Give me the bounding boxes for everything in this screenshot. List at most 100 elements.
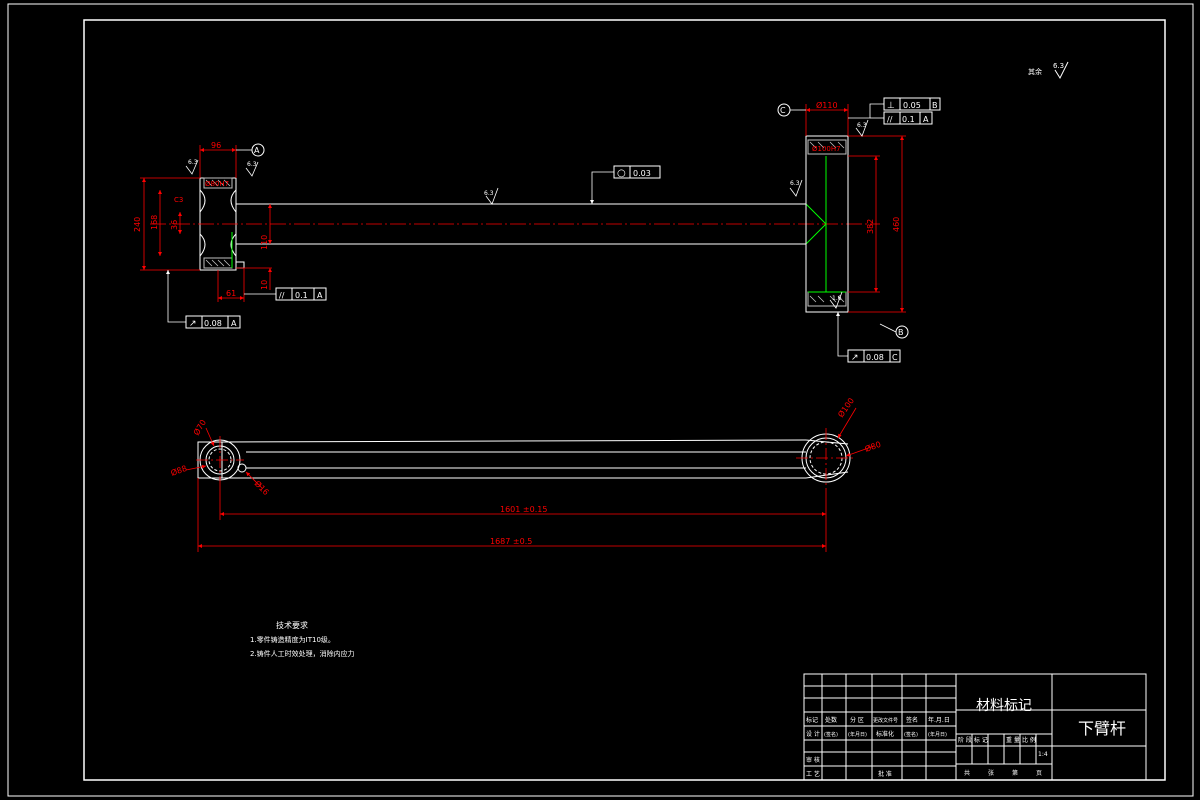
dim-center-distance: 1601 ±0.15 — [500, 505, 547, 514]
dim-left-overall: 240 — [133, 217, 142, 232]
stage-header-0: 阶 段 标 记 — [958, 736, 988, 744]
dim-left-width: 96 — [211, 141, 221, 150]
tol-roundness-value: 0.03 — [633, 169, 651, 178]
tol-parallel-right-value: 0.1 — [902, 115, 915, 124]
tol-perp-right-symbol: ⊥ — [887, 101, 895, 111]
part-name: 下臂杆 — [1078, 719, 1126, 738]
tech-req-item-2: 2.铸件人工时效处理，消除内应力 — [250, 649, 355, 658]
stage-header-1: 重 量 — [1006, 736, 1020, 744]
left-hatch — [205, 179, 231, 267]
roughness-icon — [185, 159, 199, 175]
row-header-1: 处数 — [825, 716, 837, 724]
row-header-3: 更改文件号 — [873, 717, 898, 724]
dim-left-small: 10 — [260, 280, 269, 290]
tol-runout-left-value: 0.08 — [204, 319, 222, 328]
tol-runout-left: ↗ 0.08 A — [166, 270, 241, 329]
datum-b: B — [879, 323, 909, 339]
roughness-left-face: 6.3 — [247, 161, 257, 168]
sheet-info-2: 第 — [1012, 769, 1018, 777]
roughness-symbol-icon — [1054, 61, 1069, 80]
title-block-grid — [803, 673, 1147, 781]
roughness-icon — [855, 119, 869, 137]
datum-c: C — [777, 103, 806, 117]
tol-perp-right-value: 0.05 — [903, 101, 921, 110]
roughness-icon — [789, 179, 803, 197]
tol-perp-right-datum: B — [932, 101, 938, 110]
tol-runout-right-datum: C — [892, 353, 898, 362]
tech-req-title: 技术要求 — [276, 620, 308, 630]
general-roughness-label: 其余 — [1028, 67, 1042, 76]
plan-dimension-labels: Ø70 Ø88 Ø16 Ø100 Ø80 1601 ±0.15 1687 ±0.… — [169, 396, 882, 546]
plan-dimension-lines — [185, 407, 875, 552]
roughness-left-top: 6.3 — [188, 159, 198, 166]
tol-runout-right-symbol: ↗ — [851, 353, 859, 363]
tech-req-item-1: 1.零件铸造精度为IT10级。 — [250, 635, 335, 644]
dim-right-inner: Ø80 — [863, 439, 882, 454]
row-header-2: 分 区 — [850, 716, 864, 724]
roughness-icon — [245, 161, 259, 177]
dim-shaft-dia: 110 — [260, 235, 269, 250]
sign-row-3: 标准化 — [876, 730, 894, 738]
roughness-right-top: 6.3 — [857, 122, 867, 129]
roughness-right-bottom: 1.6 — [832, 295, 842, 302]
tol-runout-right-value: 0.08 — [866, 353, 884, 362]
dim-right-overall: 460 — [892, 217, 901, 232]
title-block-text: 材料标记 下臂杆 1:4 标记 处数 分 区 更改文件号 签名 年.月.日 设 … — [806, 698, 1126, 778]
dim-left-bore: Ø80H7 — [205, 180, 229, 188]
plan-centerlines — [196, 428, 856, 488]
roughness-icon — [829, 291, 843, 309]
sign-row-1: (签名) — [824, 731, 838, 738]
sign-row-2: (年月日) — [848, 731, 867, 738]
general-roughness-value: 6.3 — [1053, 62, 1064, 70]
tol-parallel-right-datum: A — [923, 115, 929, 124]
dim-left-outer: Ø70 — [191, 418, 208, 437]
sign-row-5: (年月日) — [928, 731, 947, 738]
top-dimension-labels: 96 Ø80H7 240 168 36 C3 110 61 10 Ø110 Ø1… — [133, 100, 901, 298]
roughness-right-face: 6.3 — [790, 180, 800, 187]
sheet-info-3: 页 — [1036, 770, 1042, 777]
tol-runout-left-datum: A — [231, 319, 237, 328]
right-hatch — [809, 141, 845, 303]
sign-row-0: 设 计 — [806, 730, 820, 738]
tol-parallel-left-symbol: // — [279, 291, 285, 300]
left-lower-1: 工 艺 — [806, 770, 820, 778]
technical-requirements: 技术要求 1.零件铸造精度为IT10级。 2.铸件人工时效处理，消除内应力 — [250, 620, 355, 658]
left-pin — [235, 261, 245, 269]
scale-value: 1:4 — [1038, 751, 1048, 758]
tol-parallel-left-value: 0.1 — [295, 291, 308, 300]
tol-runout-right: ↗ 0.08 C — [836, 312, 901, 363]
tol-parallel-left: // 0.1 A — [244, 287, 327, 301]
top-dimension-lines — [140, 104, 906, 313]
dim-left-pin: 36 — [170, 220, 179, 230]
dim-right-inner: 382 — [866, 219, 875, 234]
datum-c-label: C — [780, 106, 786, 115]
approve-label: 批 准 — [878, 770, 892, 778]
row-header-4: 签名 — [906, 716, 918, 724]
dim-right-top-dia: Ø110 — [816, 100, 838, 110]
title-block: 材料标记 下臂杆 1:4 标记 处数 分 区 更改文件号 签名 年.月.日 设 … — [803, 673, 1147, 781]
plan-outline — [197, 433, 851, 483]
sign-row-4: (签名) — [904, 731, 918, 738]
roughness-shaft: 6.3 — [484, 190, 494, 197]
stage-header-2: 比 例 — [1022, 736, 1036, 744]
sheet-info-0: 共 — [964, 769, 970, 777]
left-lower-0: 审 核 — [806, 756, 820, 764]
sheet-border-outer — [7, 3, 1194, 797]
dim-overall-length: 1687 ±0.5 — [490, 537, 532, 546]
material-mark: 材料标记 — [976, 698, 1032, 714]
row-header-5: 年.月.日 — [928, 716, 950, 724]
dim-chamfer: C3 — [174, 196, 183, 204]
plan-view: Ø70 Ø88 Ø16 Ø100 Ø80 1601 ±0.15 1687 ±0.… — [169, 396, 882, 552]
datum-a: A — [236, 143, 265, 157]
tol-roundness-symbol: ○ — [617, 168, 626, 179]
datum-a-label: A — [254, 146, 260, 155]
tol-parallel-left-datum: A — [317, 291, 323, 300]
sheet-border-inner — [83, 19, 1166, 781]
tol-right-frames: ⊥ 0.05 B // 0.1 A — [848, 97, 941, 125]
top-roughness-marks: 6.3 6.3 6.3 6.3 6.3 1.6 — [185, 119, 869, 309]
dim-left-inner: Ø88 — [169, 463, 188, 478]
top-view: 96 Ø80H7 240 168 36 C3 110 61 10 Ø110 Ø1… — [133, 97, 941, 363]
sheet-info-1: 张 — [988, 769, 994, 777]
dim-left-offset: 61 — [226, 289, 236, 298]
